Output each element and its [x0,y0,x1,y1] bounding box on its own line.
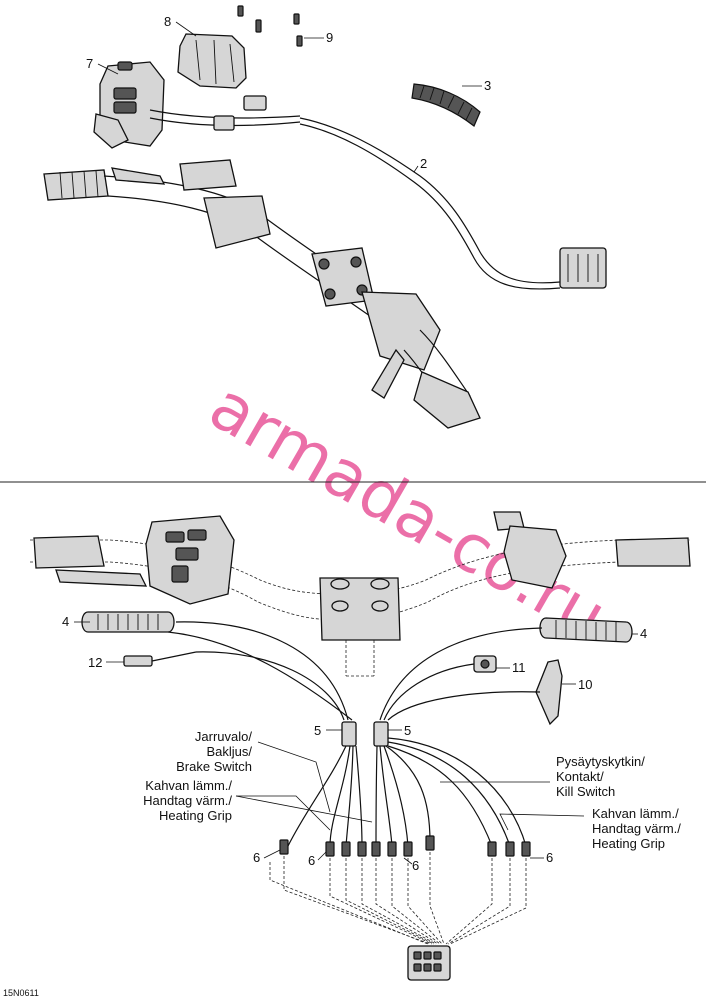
terminals-center [371,835,435,857]
connector [243,95,267,111]
watermark: armada-co.ru [197,367,619,655]
callout-9: 9 [326,30,333,45]
callout-7: 7 [86,56,93,71]
svg-text:Heating Grip: Heating Grip [159,808,232,823]
figure-code: 15N0611 [3,988,39,998]
connector-routing [269,852,527,945]
heating-grip-element-left [81,611,175,633]
grommet [473,655,497,673]
svg-text:Brake Switch: Brake Switch [176,759,252,774]
temperature-sensor [123,651,197,667]
terminals-right [487,841,531,857]
connector [213,115,235,131]
loom-sleeve-left [341,721,357,747]
svg-text:Bakljus/: Bakljus/ [206,744,252,759]
screws [237,5,303,47]
svg-text:Handtag värm./: Handtag värm./ [592,821,681,836]
callout-8: 8 [164,14,171,29]
top-assembly [43,5,607,429]
label-kill-switch: Pysäytyskytkin/ Kontakt/ Kill Switch [556,754,645,799]
heating-grip-element-right [539,617,633,643]
right-controls [493,511,567,589]
switch-assembly [93,61,301,149]
callout-4-right: 4 [640,626,647,641]
callout-6-a: 6 [253,850,260,865]
callout-5-right: 5 [404,723,411,738]
callout-2: 2 [420,156,427,171]
svg-text:Kahvan lämm./: Kahvan lämm./ [145,778,232,793]
main-connector [407,945,451,981]
callout-10: 10 [578,677,592,692]
right-grip [615,537,691,567]
callout-3: 3 [484,78,491,93]
svg-text:Heating Grip: Heating Grip [592,836,665,851]
label-heating-grip-left: Kahvan lämm./ Handtag värm./ Heating Gri… [143,778,232,823]
harness-connector [559,247,607,289]
svg-text:Pysäytyskytkin/: Pysäytyskytkin/ [556,754,645,769]
svg-text:Handtag värm./: Handtag värm./ [143,793,232,808]
left-grip [33,535,105,569]
callout-6-b: 6 [308,853,315,868]
handlebar-top [43,159,481,429]
callouts: 8 9 7 3 2 4 4 12 11 10 5 5 6 [62,14,647,873]
callout-11: 11 [512,660,526,675]
terminals-left [279,839,367,857]
left-switch-housing [55,515,235,605]
callout-6-d: 6 [546,850,553,865]
svg-text:Kontakt/: Kontakt/ [556,769,604,784]
wire-sleeve [411,83,481,127]
callout-4-left: 4 [62,614,69,629]
callout-12: 12 [88,655,102,670]
center-clamp [319,577,401,677]
switch-housing-cover [177,33,247,89]
callout-5-left: 5 [314,723,321,738]
label-heating-grip-right: Kahvan lämm./ Handtag värm./ Heating Gri… [592,806,681,851]
loom-sleeve-right [373,721,389,747]
svg-text:Kahvan lämm./: Kahvan lämm./ [592,806,679,821]
svg-text:Jarruvalo/: Jarruvalo/ [195,729,252,744]
bottom-assembly [30,511,691,981]
wiring-harness [299,117,561,284]
callout-6-c: 6 [412,858,419,873]
label-brake-switch: Jarruvalo/ Bakljus/ Brake Switch [176,729,252,774]
svg-text:Kill Switch: Kill Switch [556,784,615,799]
